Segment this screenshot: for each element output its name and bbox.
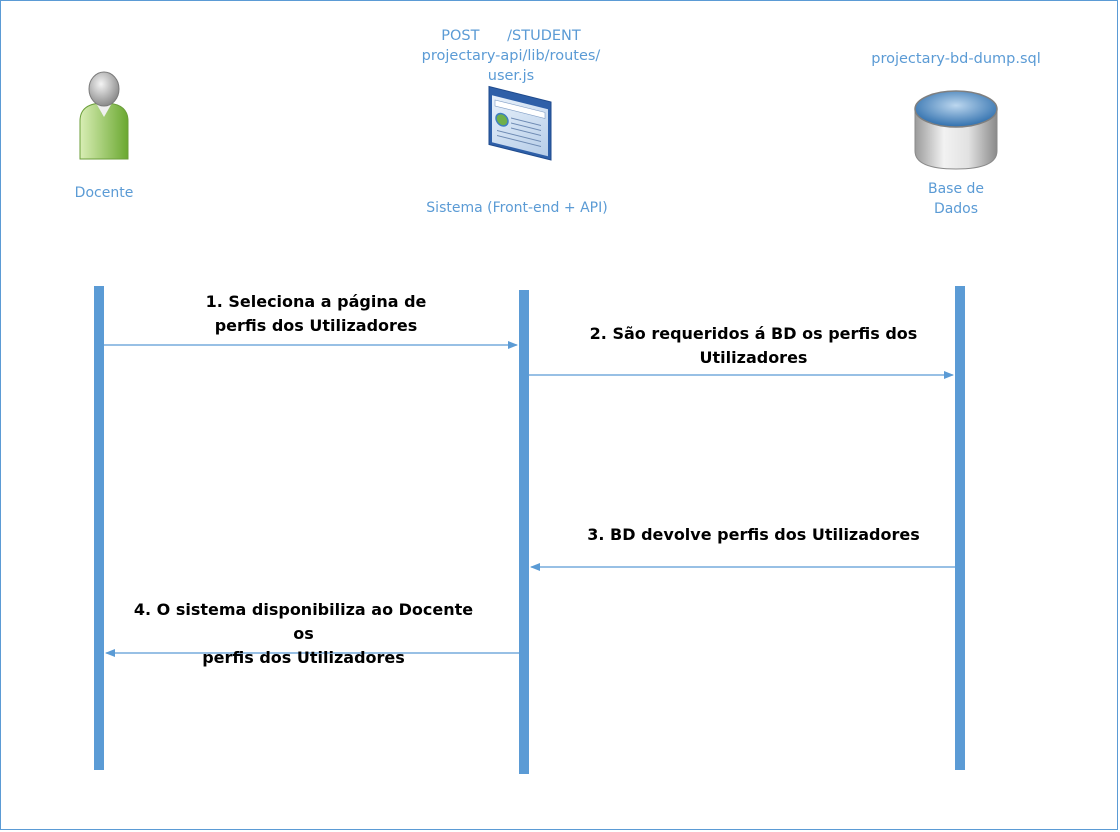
actor-docente-label: Docente bbox=[74, 185, 134, 201]
actor-sistema-label: Sistema (Front-end + API) bbox=[426, 200, 608, 216]
message-2-label: 2. São requeridos á BD os perfis dos Uti… bbox=[581, 322, 926, 370]
lifeline-sistema bbox=[519, 290, 529, 774]
message-1-label: 1. Seleciona a página de perfis dos Util… bbox=[166, 290, 466, 338]
message-4-label: 4. O sistema disponibiliza ao Docente os… bbox=[121, 598, 486, 670]
bd-label-line1: Base de bbox=[927, 181, 985, 197]
message-1-line2: perfis dos Utilizadores bbox=[214, 316, 418, 335]
message-2-line2: Utilizadores bbox=[699, 348, 808, 367]
sistema-note-line2: projectary-api/lib/routes/ bbox=[421, 48, 601, 64]
message-1-line1: 1. Seleciona a página de bbox=[205, 292, 427, 311]
lifeline-bd bbox=[955, 286, 965, 770]
message-4-line1: 4. O sistema disponibiliza ao Docente os bbox=[133, 600, 474, 643]
sistema-note-line3: user.js bbox=[487, 68, 535, 84]
sistema-endpoint-note: POST /STUDENT projectary-api/lib/routes/… bbox=[391, 26, 631, 86]
bd-label-line2: Dados bbox=[933, 201, 979, 217]
database-cylinder-icon bbox=[914, 90, 998, 170]
sistema-note-line1: POST /STUDENT bbox=[441, 28, 581, 44]
message-3-label: 3. BD devolve perfis dos Utilizadores bbox=[581, 523, 926, 547]
lifeline-docente bbox=[94, 286, 104, 770]
browser-window-icon bbox=[488, 85, 552, 161]
user-person-icon bbox=[79, 71, 129, 160]
bd-dump-note: projectary-bd-dump.sql bbox=[871, 51, 1041, 67]
message-2-line1: 2. São requeridos á BD os perfis dos bbox=[589, 324, 918, 343]
message-4-line2: perfis dos Utilizadores bbox=[202, 648, 405, 667]
actor-bd-label: Base de Dados bbox=[901, 179, 1011, 219]
message-3-line1: 3. BD devolve perfis dos Utilizadores bbox=[587, 525, 920, 544]
